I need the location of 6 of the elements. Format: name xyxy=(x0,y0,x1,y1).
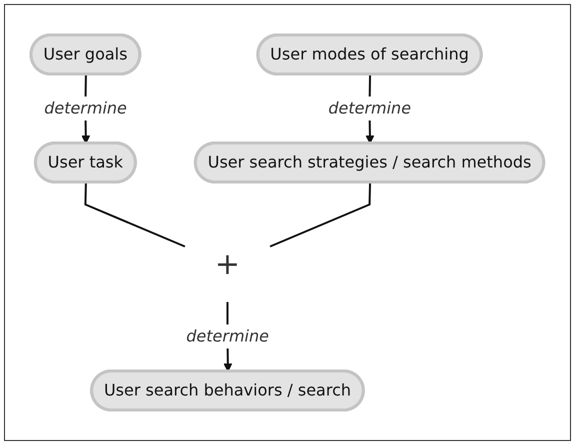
node-text: + xyxy=(215,246,240,282)
connector xyxy=(270,182,372,248)
edge-label: determine xyxy=(186,326,270,346)
edge-label: determine xyxy=(328,98,412,118)
edge-label: determine xyxy=(44,98,128,118)
connector xyxy=(84,182,186,248)
